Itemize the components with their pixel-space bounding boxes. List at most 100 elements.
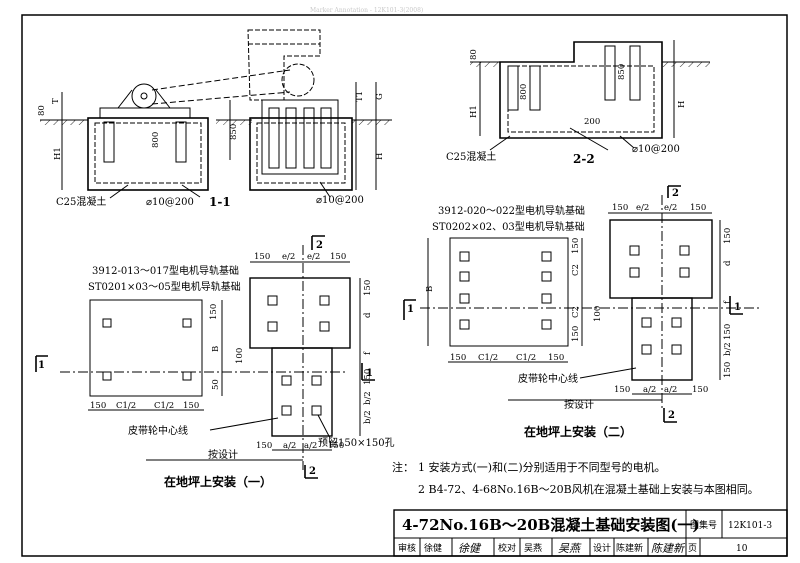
dim-100: 100 [593,306,603,322]
dim-50: 50 [211,379,221,390]
plan-2-caption: 在地坪上安装（二） [524,424,632,439]
review-label: 审核 [398,542,416,554]
section-1-1-text: 80 T H1 800 850 T1 G H C25混凝土 ⌀10@200 ⌀1… [37,91,385,209]
dim-150-c: 150 [571,238,581,254]
rail-label-1: 3912-013～017型电机导轨基础 [92,264,239,277]
belt-label: 皮带轮中心线 [518,372,578,385]
dim-a2-a: a/2 [643,385,656,395]
dim-C12-a: C1/2 [478,353,498,363]
section-label: 1-1 [209,195,231,209]
cut-2-top: 2 [316,240,323,251]
dim-b2-a: b/2 [363,391,373,405]
dim-150-j: 150 [614,385,630,395]
page-number: 10 [736,544,748,554]
plan-2 [403,185,760,423]
dim-C12-a: C1/2 [116,401,136,411]
dim-100: 100 [235,348,245,364]
watermark: Marker Annotation - 12K101-3(2008) [310,7,423,14]
check-name: 吴燕 [524,542,542,554]
dim-150-h: 150 [256,441,272,451]
dim-800: 800 [151,132,161,148]
dim-e2-b: e/2 [664,203,677,213]
notes-head: 注： [392,460,414,474]
dim-b2-b: b/2 [363,410,373,424]
plan-1-text: 3912-013～017型电机导轨基础 ST0201×03～05型电机导轨基础 … [38,240,395,489]
design-signature: 陈建新 [651,542,686,555]
dim-150-b: 150 [330,252,346,262]
dim-a2-a: a/2 [283,441,296,451]
cut-2-bottom: 2 [668,410,675,421]
rail-label-2: ST0201×03～05型电机导轨基础 [88,280,241,293]
dim-150-k: 150 [692,385,708,395]
dim-150-f: 150 [90,401,106,411]
review-signature: 徐健 [458,542,482,555]
cut-1-left: 1 [38,360,45,371]
dim-150-c: 150 [209,304,219,320]
dim-H1: H1 [469,105,479,118]
note-2: 2 B4-72、4-68No.16B～20B风机在混凝土基础上安装与本图相同。 [418,482,759,496]
plan-1-caption: 在地坪上安装（一） [164,474,272,489]
dim-150-h: 150 [450,353,466,363]
dim-150-f: 150 [723,324,733,340]
dim-b2-a: b/2 [723,342,733,356]
dim-H: H [375,153,385,160]
dim-150-b: 150 [690,203,706,213]
page-label: 页 [688,543,697,554]
dim-150-i: 150 [328,441,344,451]
dim-80: 80 [469,49,479,60]
belt-label: 皮带轮中心线 [128,424,188,437]
dim-B: B [425,286,435,292]
hole-label: 预留150×150孔 [318,436,395,449]
dim-150-g: 150 [723,362,733,378]
dim-200: 200 [584,117,600,127]
check-signature: 吴燕 [558,542,582,555]
review-name: 徐健 [424,542,442,554]
dim-G: G [375,93,385,100]
dim-150-e: 150 [723,228,733,244]
section-1-1 [40,29,392,199]
dim-80: 80 [37,105,47,116]
rail-label-2: ST0202×02、03型电机导轨基础 [432,220,585,233]
dim-B: B [211,346,221,352]
dim-150-e: 150 [363,369,373,385]
dim-H1: H1 [53,147,63,160]
rebar-label: ⌀10@200 [632,144,680,155]
dim-150-a: 150 [254,252,270,262]
note-1: 1 安装方式(一)和(二)分别适用于不同型号的电机。 [418,460,666,474]
section-2-2-text: 80 H1 800 850 200 H C25混凝土 ⌀10@200 2-2 [446,49,687,166]
notes: 注： 1 安装方式(一)和(二)分别适用于不同型号的电机。 2 B4-72、4-… [392,460,759,496]
dim-T: T [51,98,61,104]
dim-850: 850 [617,64,627,80]
title-block-text: 4-72No.16B～20B混凝土基础安装图(一) 图集号 12K101-3 审… [398,516,772,555]
dim-C2-a: C2 [571,264,581,276]
cut-1-left: 1 [407,304,414,315]
dim-d: d [363,312,373,318]
dim-150-d: 150 [571,326,581,342]
design-label: 设计 [593,542,611,554]
rail-label-1: 3912-020～022型电机导轨基础 [438,204,585,217]
atlas-no: 12K101-3 [728,521,772,531]
section-label: 2-2 [573,152,595,166]
dim-C12-b: C1/2 [154,401,174,411]
check-label: 校对 [498,542,516,554]
dim-C12-b: C1/2 [516,353,536,363]
dim-150-g: 150 [183,401,199,411]
dim-e2-b: e/2 [307,252,320,262]
dim-T1: T1 [355,91,365,102]
by-design: 按设计 [564,398,594,411]
cut-1-right: 1 [366,368,373,379]
concrete-label: C25混凝土 [56,195,106,208]
title-block [393,509,788,557]
dim-a2-b: a/2 [664,385,677,395]
concrete-label: C25混凝土 [446,150,496,163]
cut-1-right: 1 [734,302,741,313]
cut-2-top: 2 [672,188,679,199]
atlas-no-label: 图集号 [690,519,717,531]
rebar-label: ⌀10@200 [146,197,194,208]
dim-850: 850 [229,124,239,140]
dim-d: d [723,260,733,266]
dim-f: f [363,351,373,355]
dim-e2-a: e/2 [282,252,295,262]
dim-H: H [677,101,687,108]
